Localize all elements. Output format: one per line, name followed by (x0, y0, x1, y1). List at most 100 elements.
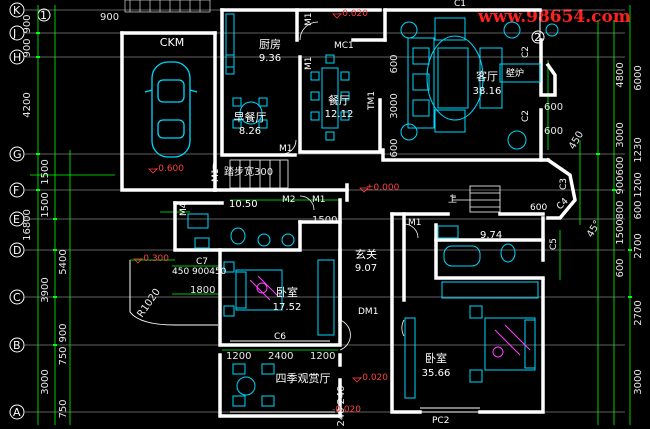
dim-left-8: 900 (58, 323, 69, 342)
level-mark-4: -0.300 (140, 254, 169, 264)
right-bedroom-label: 卧室 (425, 351, 447, 365)
left-bedroom-area: 17.52 (273, 302, 302, 313)
left-bedroom-label: 卧室 (276, 285, 298, 299)
dim-right-outer-7: 3000 (633, 369, 644, 394)
entry-area: 9.07 (355, 263, 377, 274)
level-mark-3: ±0.000 (366, 183, 400, 193)
bedding-lines (249, 275, 531, 358)
dim-right-outer-6: 2700 (633, 300, 644, 325)
dimension-ticks (36, 32, 632, 346)
dining-area: 12.12 (325, 109, 354, 120)
dim-1800: 1800 (190, 285, 215, 296)
tag-m1-b: M1 (304, 57, 314, 71)
tag-m4: M4 (179, 202, 189, 216)
breakfast-area: 8.26 (239, 126, 261, 137)
dim-left-4: 1500 (40, 159, 51, 184)
level-mark-1: -0.020 (339, 9, 368, 19)
tag-c2-a: C2 (521, 46, 531, 58)
walls (120, 8, 577, 418)
dim-right-outer-1: 6000 (633, 65, 644, 90)
axis-label-j: J (12, 27, 16, 40)
dim-left-5: 1500 (40, 192, 51, 217)
dim-right-outer-3: 1200 (633, 172, 644, 197)
dim-left-1: 900 (22, 14, 33, 33)
dim-1200-b: 1200 (310, 351, 335, 362)
dim-right-outer-5: 2700 (633, 233, 644, 258)
dim-600-a: 600 (389, 54, 400, 73)
dimension-lines (30, 5, 631, 425)
dim-left-total: 16800 (22, 209, 33, 241)
dim-45deg: 45° (585, 219, 603, 240)
axis-label-k: K (13, 4, 21, 17)
stair-tread-note: 踏步宽300 (224, 165, 273, 178)
axis-label-col-2: 2 (534, 31, 541, 44)
tag-c6: C6 (274, 332, 286, 342)
tag-m1-a: M1 (304, 13, 314, 27)
entry-label: 玄关 (355, 247, 377, 261)
dim-1200-a: 1200 (226, 351, 251, 362)
axis-label-e: E (13, 213, 20, 226)
dim-right-outer-4: 600 (633, 200, 644, 219)
axis-label-col-1: 1 (40, 9, 47, 22)
dim-right-outer-2: 1230 (633, 137, 644, 162)
dim-600-b: 600 (389, 138, 400, 157)
garage-label: CKM (160, 36, 184, 49)
right-bedroom-area: 35.66 (422, 368, 451, 379)
tag-pc2: PC2 (432, 416, 449, 426)
tag-mc1: MC1 (334, 41, 354, 51)
dim-600-d: 600 (544, 126, 563, 137)
tag-m1-f: M1 (312, 195, 326, 205)
website-watermark: www.98654.com (477, 7, 631, 27)
tag-450-900: 450 900450 (172, 267, 227, 277)
bath-area: 9.74 (480, 230, 502, 241)
dim-right-inner-1: 4800 (615, 62, 626, 87)
dim-left-9: 750 (58, 346, 69, 365)
dining-label: 餐厅 (328, 93, 350, 107)
level-triangles (133, 13, 369, 383)
axis-label-f: F (13, 184, 19, 197)
dim-left-7: 3900 (40, 277, 51, 302)
level-mark-5: -0.020 (359, 373, 388, 383)
dim-left-10: 3000 (40, 369, 51, 394)
axis-label-b: B (13, 339, 21, 352)
tag-c7: C7 (196, 257, 208, 267)
canopy-hatch (124, 0, 211, 13)
dim-right-inner-7: 600 (615, 258, 626, 277)
axis-label-d: D (13, 244, 21, 257)
dim-left-6: 5400 (58, 249, 69, 274)
dim-right-inner-2: 3000 (615, 122, 626, 147)
tag-m1-d: M1 (211, 169, 221, 183)
dim-3000: 3000 (389, 93, 400, 118)
axis-bubbles (9, 2, 25, 420)
axis-label-g: G (13, 148, 22, 161)
breakfast-label: 早餐厅 (234, 110, 267, 124)
tag-c1: C1 (454, 0, 466, 9)
tag-tm1: TM1 (367, 91, 377, 111)
living-label: 客厅 (476, 69, 498, 83)
fireplace-label: 壁炉 (506, 67, 524, 79)
dim-left-3: 4200 (22, 92, 33, 117)
living-area: 38.16 (473, 86, 502, 97)
level-mark-2: -0.600 (155, 164, 184, 174)
kitchen-label: 厨房 (259, 38, 281, 51)
door-swings (212, 21, 419, 351)
axis-label-h: H (13, 51, 21, 64)
dim-right-inner-3: 600 (615, 156, 626, 175)
tag-m2-a: M2 (282, 195, 296, 205)
dim-top-900: 900 (100, 12, 119, 23)
tag-c2-b: C2 (521, 110, 531, 122)
tag-c5: C5 (549, 238, 559, 250)
tag-m1-e: M1 (408, 218, 422, 228)
tag-dm1: DM1 (358, 307, 378, 317)
level-mark-6: -0.020 (332, 405, 361, 415)
dim-450: 450 (567, 129, 586, 151)
axis-label-c: C (13, 291, 21, 304)
dim-right-inner-4: 900 (615, 175, 626, 194)
dim-left-2: 900 (22, 38, 33, 57)
storage-area: 10.50 (229, 199, 258, 210)
dim-left-11: 750 (58, 399, 69, 418)
furniture (187, 13, 559, 407)
tag-c3: C3 (559, 178, 569, 190)
stairs (229, 159, 501, 213)
